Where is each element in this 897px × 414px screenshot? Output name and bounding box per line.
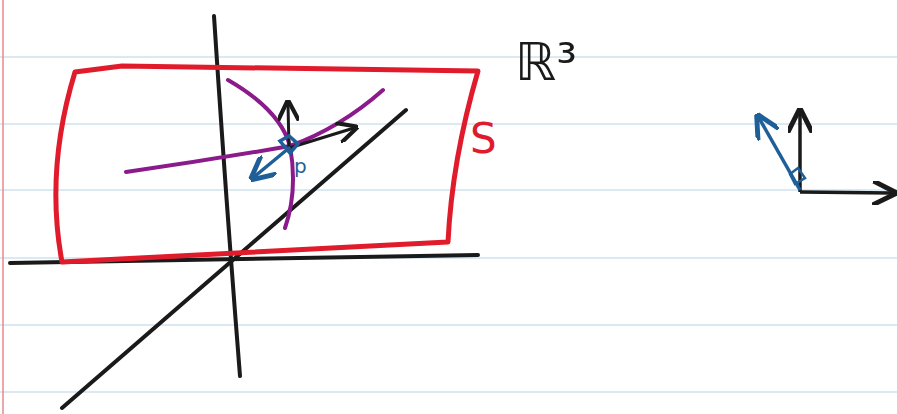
small-axes [759, 113, 892, 193]
margin-line [2, 0, 4, 414]
space-label: ℝ³ [515, 36, 577, 88]
coordinate-curves [126, 80, 383, 228]
normal-vector [254, 136, 298, 177]
coordinate-axes [10, 16, 478, 408]
notebook-ruling [0, 57, 897, 392]
surface-label: S [470, 118, 497, 160]
point-label: p [294, 156, 307, 176]
tangent-vectors [288, 104, 354, 148]
surface-outline [56, 66, 478, 262]
